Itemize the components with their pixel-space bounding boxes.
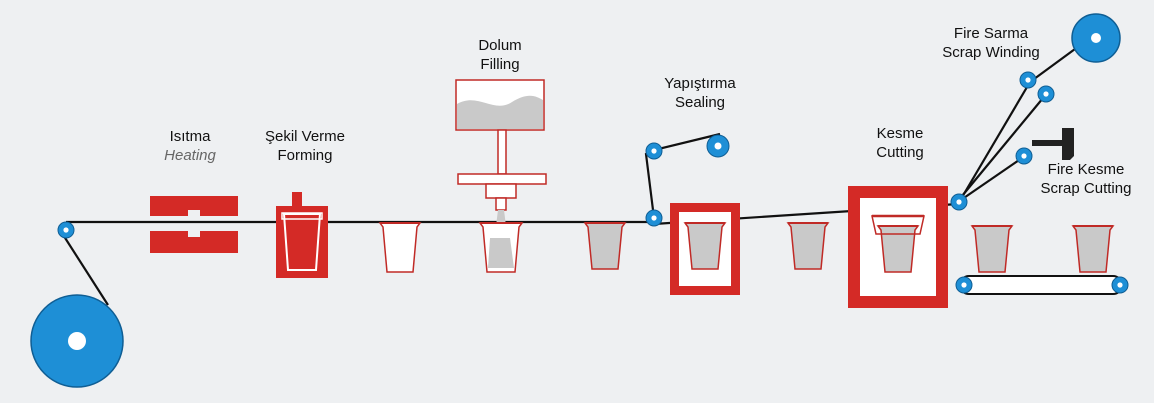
scrap-cutter-icon bbox=[1032, 128, 1074, 160]
station-scrap-winding-label: Fire Sarma Scrap Winding bbox=[928, 24, 1054, 62]
forming-die-icon bbox=[276, 192, 328, 278]
scrap-winding-tr-label: Fire Sarma bbox=[953, 25, 1029, 42]
heating-en-label: Heating bbox=[164, 147, 216, 164]
filling-tr-label: Dolum bbox=[478, 37, 522, 54]
filling-en-label: Filling bbox=[480, 56, 520, 73]
forming-en-label: Forming bbox=[277, 147, 333, 164]
pulley-icon bbox=[706, 134, 730, 158]
sealing-en-label: Sealing bbox=[674, 94, 726, 111]
pulley-icon bbox=[645, 209, 663, 227]
scrap-cutting-en-label: Scrap Cutting bbox=[1040, 180, 1132, 197]
sealing-frame-icon bbox=[670, 203, 740, 295]
cup-icon bbox=[478, 222, 524, 273]
pulley-icon bbox=[1019, 71, 1037, 89]
cup-icon bbox=[971, 225, 1013, 273]
cup-icon bbox=[584, 222, 626, 270]
station-sealing-label: Yapıştırma Sealing bbox=[645, 74, 755, 112]
supply-roll-icon bbox=[30, 294, 124, 388]
cutting-tr-label: Kesme bbox=[876, 125, 924, 142]
cup-icon bbox=[787, 222, 829, 270]
scrap-roll-icon bbox=[1071, 13, 1121, 63]
pulley-icon bbox=[57, 221, 75, 239]
station-scrap-cutting-label: Fire Kesme Scrap Cutting bbox=[1024, 160, 1148, 198]
station-cutting-label: Kesme Cutting bbox=[855, 124, 945, 162]
heater-icon bbox=[150, 196, 238, 253]
pulley-icon bbox=[950, 193, 968, 211]
station-heating-label: Isıtma Heating bbox=[150, 127, 230, 165]
pulley-icon bbox=[1037, 85, 1055, 103]
heating-tr-label: Isıtma bbox=[169, 128, 211, 145]
station-forming-label: Şekil Verme Forming bbox=[245, 127, 365, 165]
conveyor-icon bbox=[955, 275, 1129, 295]
scrap-cutting-tr-label: Fire Kesme bbox=[1047, 161, 1125, 178]
cup-icon bbox=[378, 222, 422, 273]
station-filling-label: Dolum Filling bbox=[460, 36, 540, 74]
cup-icon bbox=[1072, 225, 1114, 273]
cutting-en-label: Cutting bbox=[876, 144, 924, 161]
sealing-tr-label: Yapıştırma bbox=[664, 75, 736, 92]
forming-tr-label: Şekil Verme bbox=[264, 128, 346, 145]
pulley-icon bbox=[645, 142, 663, 160]
cutting-frame-icon bbox=[848, 186, 948, 308]
filling-hopper-icon bbox=[455, 79, 547, 226]
scrap-winding-en-label: Scrap Winding bbox=[942, 44, 1040, 61]
